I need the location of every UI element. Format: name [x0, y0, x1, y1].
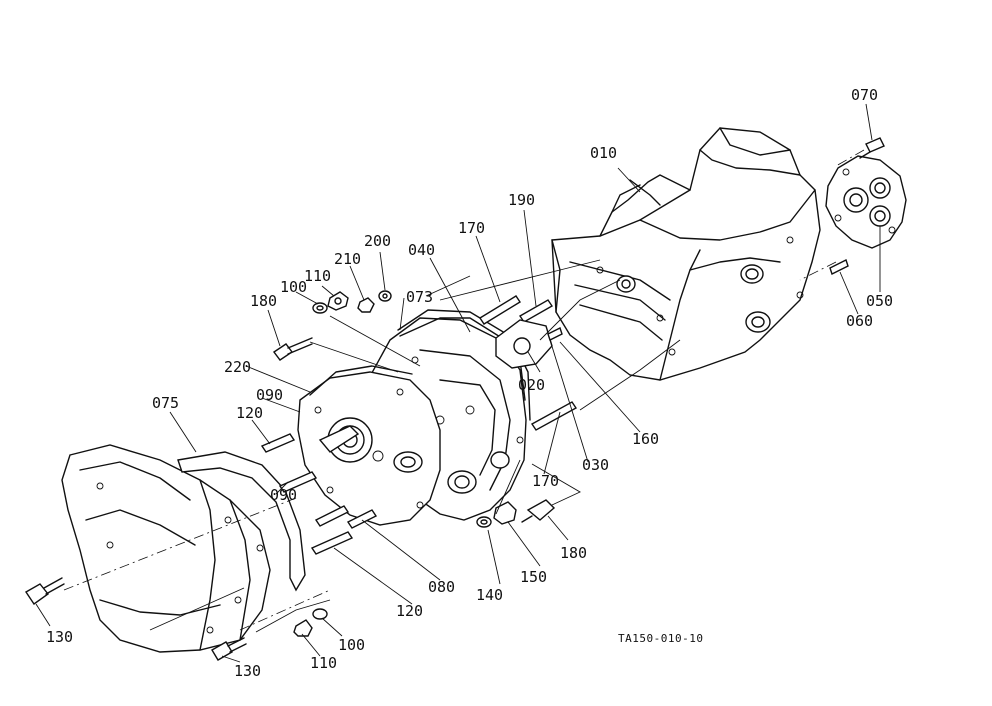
- label-010: 010: [590, 144, 617, 162]
- label-180-top: 180: [250, 292, 277, 310]
- label-160: 160: [632, 430, 659, 448]
- clutch-housing: [61, 444, 271, 653]
- bearing-holder-020: [495, 319, 553, 369]
- washer-100-top: [312, 302, 328, 314]
- washer-140: [476, 516, 492, 528]
- dowel-pin-060: [829, 259, 849, 275]
- label-120-upper: 120: [236, 404, 263, 422]
- gear-case-220: [297, 365, 441, 526]
- label-140: 140: [476, 586, 503, 604]
- reference-code: TA150-010-10: [618, 632, 703, 645]
- washer-200: [378, 290, 392, 302]
- label-090-lower: 090: [270, 486, 297, 504]
- label-060: 060: [846, 312, 873, 330]
- label-040: 040: [408, 241, 435, 259]
- gasket-075: [177, 451, 306, 592]
- label-100-top: 100: [280, 278, 307, 296]
- pin-030: [547, 327, 563, 341]
- label-190: 190: [508, 191, 535, 209]
- label-080: 080: [428, 578, 455, 596]
- stud-170-top: [479, 295, 521, 325]
- rear-cover-plate: [825, 155, 907, 249]
- nut-110-bottom: [293, 619, 313, 637]
- stud-120-lower: [310, 531, 354, 555]
- label-050: 050: [866, 292, 893, 310]
- label-220: 220: [224, 358, 251, 376]
- pin-080: [346, 509, 378, 529]
- rear-transmission-housing: [551, 127, 821, 381]
- label-120-lower: 120: [396, 602, 423, 620]
- washer-100-bottom: [312, 608, 328, 620]
- label-110-bottom: 110: [310, 654, 337, 672]
- part-labels: 010 070 190 170 040 200 210 110 073 100 …: [46, 86, 893, 680]
- label-030: 030: [582, 456, 609, 474]
- nut-150: [493, 501, 517, 525]
- label-100-bottom: 100: [338, 636, 365, 654]
- label-200: 200: [364, 232, 391, 250]
- stud-090-upper: [260, 433, 296, 453]
- assembly-centerlines: [63, 149, 865, 633]
- leader-lines: [35, 103, 881, 663]
- label-130-bottom: 130: [234, 662, 261, 680]
- label-110-top: 110: [304, 267, 331, 285]
- label-020: 020: [518, 376, 545, 394]
- label-170-top: 170: [458, 219, 485, 237]
- bolt-180-top: [272, 337, 313, 361]
- bolt-070: [859, 137, 885, 159]
- stud-090-lower: [278, 471, 318, 493]
- label-073: 073: [406, 288, 433, 306]
- nut-210: [357, 297, 375, 313]
- label-075: 075: [152, 394, 179, 412]
- label-170-bottom: 170: [532, 472, 559, 490]
- bolt-130-left: [25, 577, 65, 605]
- bolt-130-bottom: [211, 637, 247, 661]
- label-090-upper: 090: [256, 386, 283, 404]
- stud-120-upper: [314, 505, 350, 527]
- label-150: 150: [520, 568, 547, 586]
- bolt-180-bottom: [521, 499, 556, 523]
- label-130-left: 130: [46, 628, 73, 646]
- label-180-bottom: 180: [560, 544, 587, 562]
- nut-110-top: [327, 291, 349, 311]
- label-210: 210: [334, 250, 361, 268]
- label-070: 070: [851, 86, 878, 104]
- stud-170-bottom: [530, 401, 578, 431]
